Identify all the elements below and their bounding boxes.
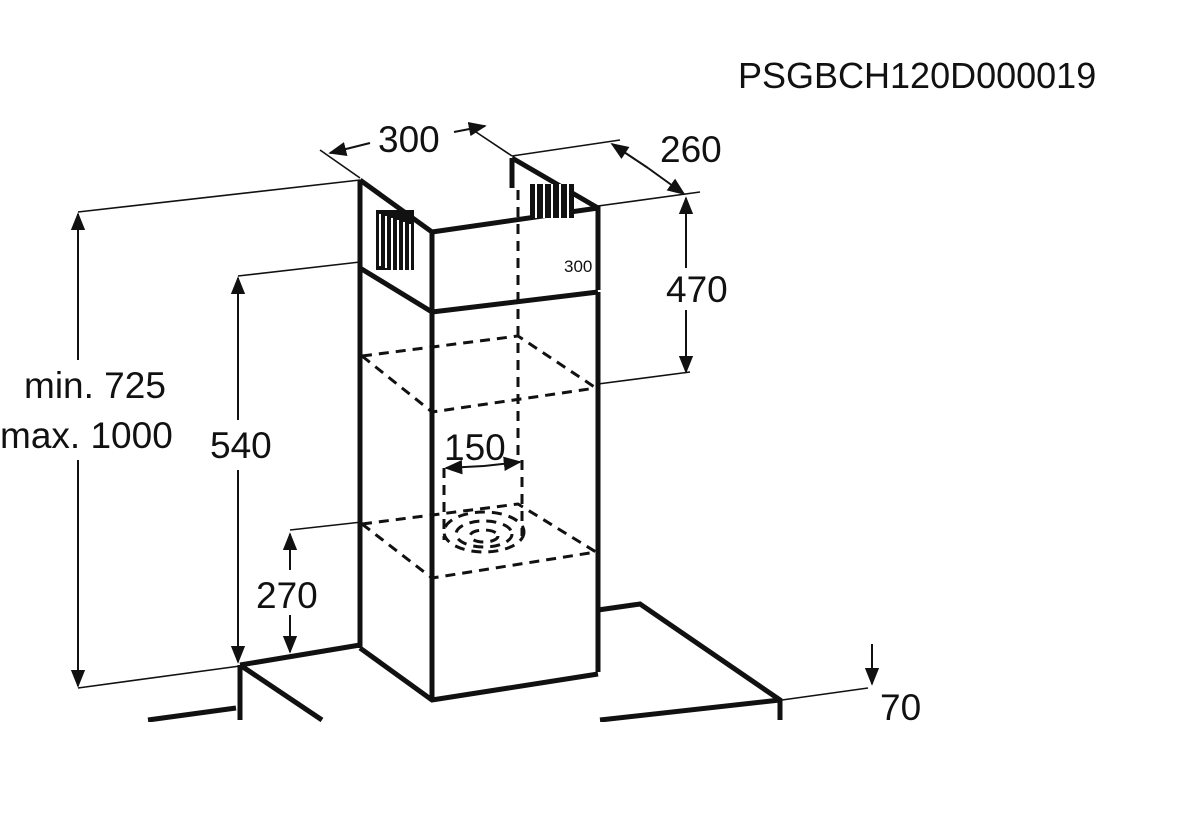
total-height-dimension: min. 725 max. 1000 [0,179,361,689]
hood-thickness-dimension: 70 [781,644,921,728]
vent-grille-left [376,210,414,272]
top-depth-dimension: 260 [511,129,722,207]
upper-chimney-section [357,155,601,460]
lower-chimney-section [357,268,601,703]
top-width-dimension: 300 [319,119,513,179]
inner-width-label: 300 [564,257,592,276]
top-width-label: 300 [378,119,440,160]
outlet-duct [442,460,526,554]
vent-grille-right [530,184,574,218]
lower-height-label: 540 [210,425,272,466]
height-max-label: max. 1000 [0,415,173,456]
lower-height-dimension: 540 [210,261,361,664]
hood-thickness-label: 70 [880,687,921,728]
top-depth-label: 260 [660,129,722,170]
bottom-crop [0,722,1200,835]
outlet-diameter-dimension: 150 [444,427,522,475]
upper-height-label: 470 [666,269,728,310]
upper-height-dimension: 470 [597,196,728,385]
product-code: PSGBCH120D000019 [738,55,1096,96]
height-min-label: min. 725 [24,365,166,406]
outlet-height-label: 270 [256,575,318,616]
hood-body [147,601,783,723]
outlet-diameter-label: 150 [444,427,506,468]
outlet-height-dimension: 270 [256,521,363,654]
